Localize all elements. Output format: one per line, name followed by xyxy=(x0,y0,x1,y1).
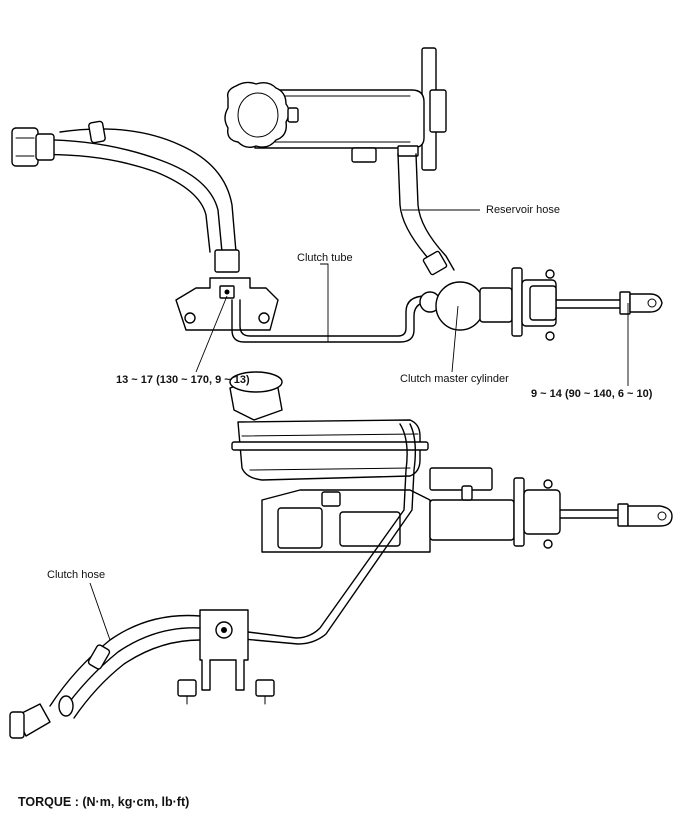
clutch-master-cylinder-label: Clutch master cylinder xyxy=(400,373,509,385)
clutch-hose-top xyxy=(11,120,240,273)
torque-spec-right: 9 ~ 14 (90 ~ 140, 6 ~ 10) xyxy=(531,388,653,400)
leader-lines xyxy=(89,209,629,641)
clutch-tube-bottom xyxy=(231,423,408,639)
torque-spec-left: 13 ~ 17 (130 ~ 170, 9 ~ 13) xyxy=(116,374,250,386)
reservoir-mount-plate xyxy=(421,47,447,171)
clutch-hose-label: Clutch hose xyxy=(47,569,106,581)
clutch-master-cylinder-top xyxy=(419,267,663,341)
brake-reservoir-cap xyxy=(229,371,283,421)
reservoir-hose-label: Reservoir hose xyxy=(486,204,560,216)
clutch-tube xyxy=(231,299,427,343)
brake-master-cylinder xyxy=(261,467,673,553)
reservoir-tank xyxy=(254,89,425,163)
reservoir-cap xyxy=(224,81,299,149)
bracket-bottom xyxy=(177,609,275,705)
bracket-left xyxy=(175,277,279,331)
clutch-tube-label: Clutch tube xyxy=(297,252,353,264)
clutch-hose-bottom xyxy=(9,614,201,739)
torque-units-footer: TORQUE : (N·m, kg·cm, lb·ft) xyxy=(18,795,190,809)
brake-reservoir-body xyxy=(231,419,429,481)
